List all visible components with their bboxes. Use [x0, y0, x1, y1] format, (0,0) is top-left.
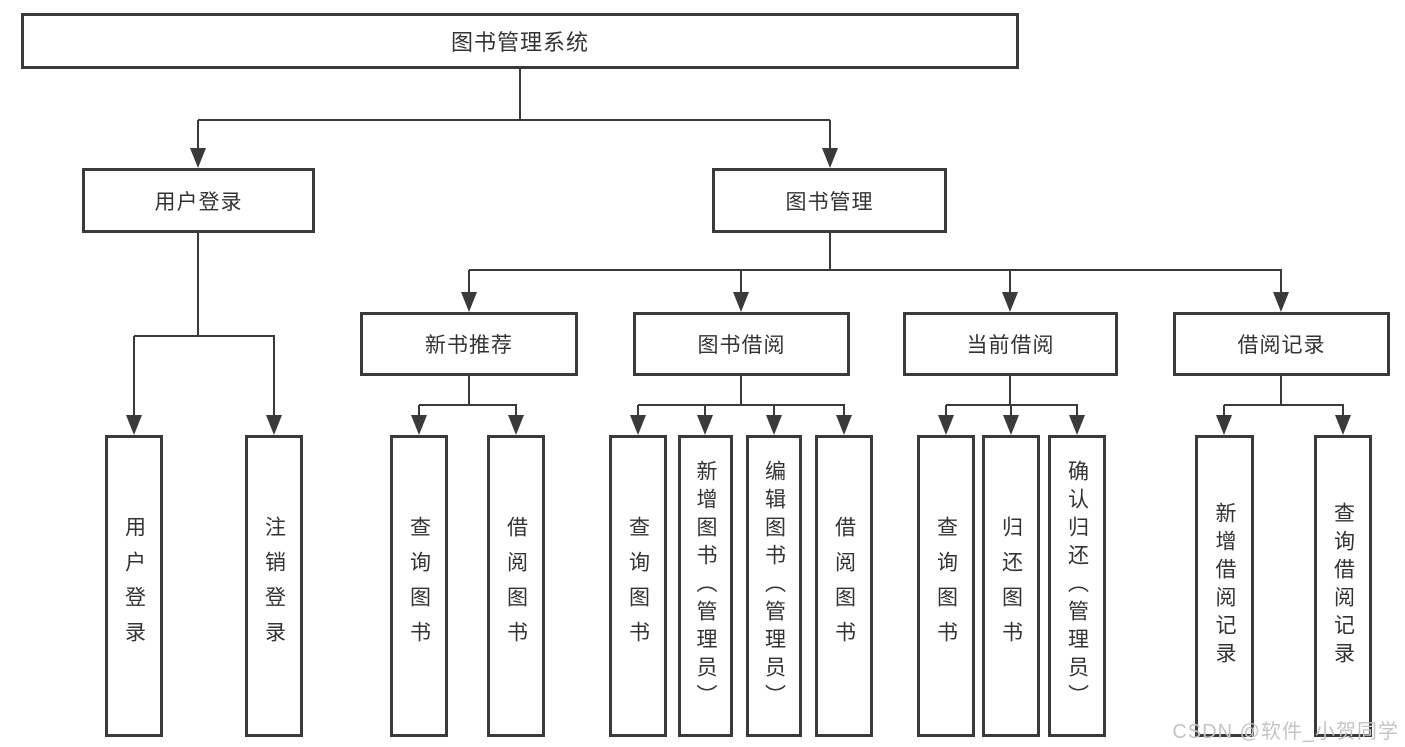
connector-borrow-records-trunk: [1280, 376, 1282, 406]
leaf-user-login: 用户登录: [105, 435, 163, 737]
arrow-to-edit-book: [766, 415, 782, 435]
arrow-to-query-book-3: [938, 415, 954, 435]
connector-drop-new-book-rec: [468, 270, 470, 292]
arrow-to-new-book-rec: [461, 292, 477, 312]
connector-root-trunk: [519, 68, 521, 121]
node-book-borrowing: 图书借阅: [633, 312, 850, 376]
connector-current-borrow-bus: [946, 404, 1078, 406]
leaf-return-book: 归还图书: [982, 435, 1040, 737]
arrow-to-add-book: [697, 415, 713, 435]
leaf-confirm-return-admin-label: 确认归还（管理员）: [1065, 460, 1089, 712]
node-root-label: 图书管理系统: [450, 30, 589, 55]
leaf-logout: 注销登录: [245, 435, 303, 737]
leaf-add-borrow-record: 新增借阅记录: [1195, 435, 1254, 737]
leaf-query-book-1: 查询图书: [390, 435, 448, 737]
arrow-to-query-book-1: [411, 415, 427, 435]
leaf-logout-label: 注销登录: [262, 516, 286, 656]
arrow-to-current-borrow: [1002, 292, 1018, 312]
leaf-borrow-book-1-label: 借阅图书: [504, 516, 528, 656]
connector-user-login-trunk: [197, 233, 199, 337]
connector-drop-leaf-logout: [273, 336, 275, 415]
node-borrowing-records-label: 借阅记录: [1237, 334, 1326, 357]
connector-drop-edit-book: [773, 405, 775, 415]
connector-drop-borrow-book-2: [843, 405, 845, 415]
connector-drop-confirm-return: [1076, 405, 1078, 415]
node-current-borrowing: 当前借阅: [903, 312, 1118, 376]
leaf-add-book-admin: 新增图书（管理员）: [678, 435, 733, 737]
leaf-borrow-book-1: 借阅图书: [487, 435, 545, 737]
connector-drop-leaf-user-login: [133, 336, 135, 415]
connector-new-book-rec-bus: [419, 404, 517, 406]
node-user-login-label: 用户登录: [154, 190, 243, 214]
leaf-borrow-book-2-label: 借阅图书: [832, 516, 856, 656]
connector-drop-return-book: [1010, 405, 1012, 415]
node-new-book-recommendation: 新书推荐: [360, 312, 578, 376]
connector-book-borrow-trunk: [740, 376, 742, 406]
leaf-user-login-label: 用户登录: [122, 516, 146, 656]
arrow-to-confirm-return: [1069, 415, 1085, 435]
leaf-add-borrow-record-label: 新增借阅记录: [1213, 502, 1236, 670]
leaf-edit-book-admin-label: 编辑图书（管理员）: [762, 460, 786, 712]
node-book-management-label: 图书管理: [785, 190, 874, 214]
connector-drop-current-borrow: [1009, 270, 1011, 292]
leaf-confirm-return-admin: 确认归还（管理员）: [1048, 435, 1106, 737]
connector-drop-add-record: [1223, 405, 1225, 415]
node-book-management: 图书管理: [712, 168, 947, 233]
connector-drop-query-record: [1342, 405, 1344, 415]
node-book-borrowing-label: 图书借阅: [697, 334, 786, 357]
arrow-to-borrow-book-2: [836, 415, 852, 435]
node-root: 图书管理系统: [21, 13, 1019, 69]
arrow-to-leaf-user-login: [126, 415, 142, 435]
leaf-query-book-3-label: 查询图书: [934, 516, 958, 656]
connector-book-mgmt-trunk: [829, 233, 831, 271]
connector-drop-book-mgmt: [829, 120, 831, 148]
arrow-to-query-record: [1335, 415, 1351, 435]
connector-new-book-rec-trunk: [468, 376, 470, 406]
connector-drop-borrow-records: [1280, 270, 1282, 292]
connector-drop-user-login: [197, 120, 199, 148]
connector-drop-add-book: [704, 405, 706, 415]
arrow-to-query-book-2: [630, 415, 646, 435]
arrow-to-add-record: [1216, 415, 1232, 435]
arrow-to-borrow-records: [1273, 292, 1289, 312]
connector-drop-query-book-2: [637, 405, 639, 415]
connector-drop-book-borrow: [740, 270, 742, 292]
arrow-to-borrow-book-1: [508, 415, 524, 435]
leaf-query-book-3: 查询图书: [917, 435, 975, 737]
leaf-query-book-1-label: 查询图书: [407, 516, 431, 656]
connector-current-borrow-trunk: [1009, 376, 1011, 406]
node-borrowing-records: 借阅记录: [1173, 312, 1390, 376]
node-current-borrowing-label: 当前借阅: [966, 334, 1055, 357]
connector-root-bus: [198, 119, 830, 121]
connector-drop-query-book-1: [418, 405, 420, 415]
connector-book-mgmt-bus: [469, 269, 1282, 271]
leaf-query-borrow-record-label: 查询借阅记录: [1331, 502, 1355, 670]
arrow-to-book-borrow: [733, 292, 749, 312]
node-user-login: 用户登录: [82, 168, 315, 233]
leaf-return-book-label: 归还图书: [999, 516, 1023, 656]
arrow-to-book-mgmt: [822, 148, 838, 168]
arrow-to-leaf-logout: [266, 415, 282, 435]
node-new-book-recommendation-label: 新书推荐: [425, 334, 513, 357]
connector-user-login-bus: [134, 335, 275, 337]
connector-borrow-records-bus: [1224, 404, 1344, 406]
csdn-watermark: CSDN @软件_小贺同学: [1172, 721, 1399, 743]
arrow-to-return-book: [1003, 415, 1019, 435]
leaf-add-book-admin-label: 新增图书（管理员）: [694, 460, 717, 712]
leaf-borrow-book-2: 借阅图书: [815, 435, 873, 737]
leaf-query-book-2: 查询图书: [609, 435, 667, 737]
connector-drop-query-book-3: [945, 405, 947, 415]
leaf-query-book-2-label: 查询图书: [626, 516, 650, 656]
leaf-query-borrow-record: 查询借阅记录: [1314, 435, 1372, 737]
leaf-edit-book-admin: 编辑图书（管理员）: [746, 435, 802, 737]
connector-book-borrow-bus: [638, 404, 845, 406]
connector-drop-borrow-book-1: [515, 405, 517, 415]
arrow-to-user-login: [190, 148, 206, 168]
